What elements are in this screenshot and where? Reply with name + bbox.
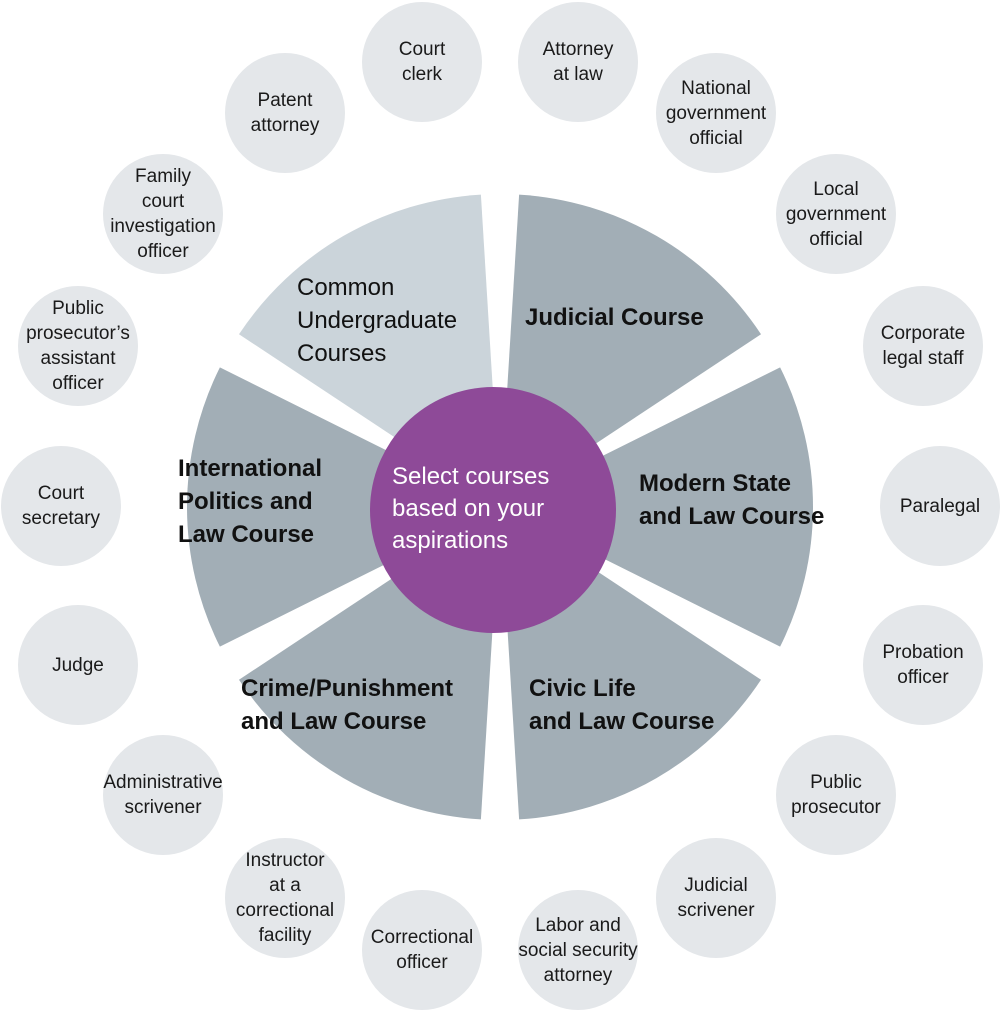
career-label: Administrative scrivener [103, 772, 223, 818]
career-label: Public prosecutor [791, 772, 881, 818]
career-label: Instructor at a correctional facility [235, 850, 335, 946]
career-labor-social-security-attorney: Labor and social security attorney [518, 890, 638, 1010]
career-paralegal: Paralegal [880, 446, 1000, 566]
sector-international-politics [186, 367, 500, 647]
career-corporate-legal-staff: Corporate legal staff [863, 286, 983, 406]
career-prosecutor-assistant-officer: Public prosecutor’s assistant officer [18, 286, 138, 406]
career-label: Local government official [785, 178, 887, 250]
course-label-civic-life: Civic Life and Law Course [529, 675, 715, 735]
career-probation-officer: Probation officer [863, 605, 983, 725]
course-label-crime-punishment: Crime/Punishment and Law Course [241, 675, 454, 735]
career-correctional-officer: Correctional officer [362, 890, 482, 1010]
course-label-common-undergraduate: Common Undergraduate Courses [297, 274, 458, 367]
career-local-government-official: Local government official [776, 154, 896, 274]
course-label-international-politics: International Politics and Law Course [178, 455, 323, 548]
career-label: Corporate legal staff [880, 323, 966, 369]
center-hub [370, 387, 616, 633]
career-label: Labor and social security attorney [518, 914, 638, 986]
career-label: Attorney at law [542, 39, 614, 85]
career-label: Paralegal [899, 495, 981, 517]
career-label: National government official [665, 77, 767, 149]
career-label: Judicial scrivener [677, 875, 755, 921]
career-label: Patent attorney [250, 90, 320, 136]
center-message: Select courses based on your aspirations [392, 463, 550, 554]
career-label: Family court investigation officer [110, 166, 216, 262]
career-public-prosecutor: Public prosecutor [776, 735, 896, 855]
career-label: Probation officer [882, 642, 964, 688]
career-court-secretary: Court secretary [1, 446, 121, 566]
career-court-clerk: Court clerk [362, 2, 482, 122]
career-label: Correctional officer [370, 927, 474, 973]
career-family-court-investigation-officer: Family court investigation officer [103, 154, 223, 274]
career-administrative-scrivener: Administrative scrivener [103, 735, 223, 855]
career-patent-attorney: Patent attorney [225, 53, 345, 173]
career-judicial-scrivener: Judicial scrivener [656, 838, 776, 958]
career-national-government-official: National government official [656, 53, 776, 173]
career-correctional-instructor: Instructor at a correctional facility [225, 838, 345, 958]
career-label: Judge [52, 654, 104, 676]
course-label-modern-state: Modern State and Law Course [639, 470, 825, 530]
career-label: Court clerk [398, 39, 446, 85]
career-attorney-at-law: Attorney at law [518, 2, 638, 122]
sector-modern-state [500, 367, 814, 647]
career-label: Public prosecutor’s assistant officer [26, 298, 130, 394]
course-label-judicial: Judicial Course [525, 304, 704, 331]
career-label: Court secretary [21, 483, 101, 529]
career-judge: Judge [18, 605, 138, 725]
